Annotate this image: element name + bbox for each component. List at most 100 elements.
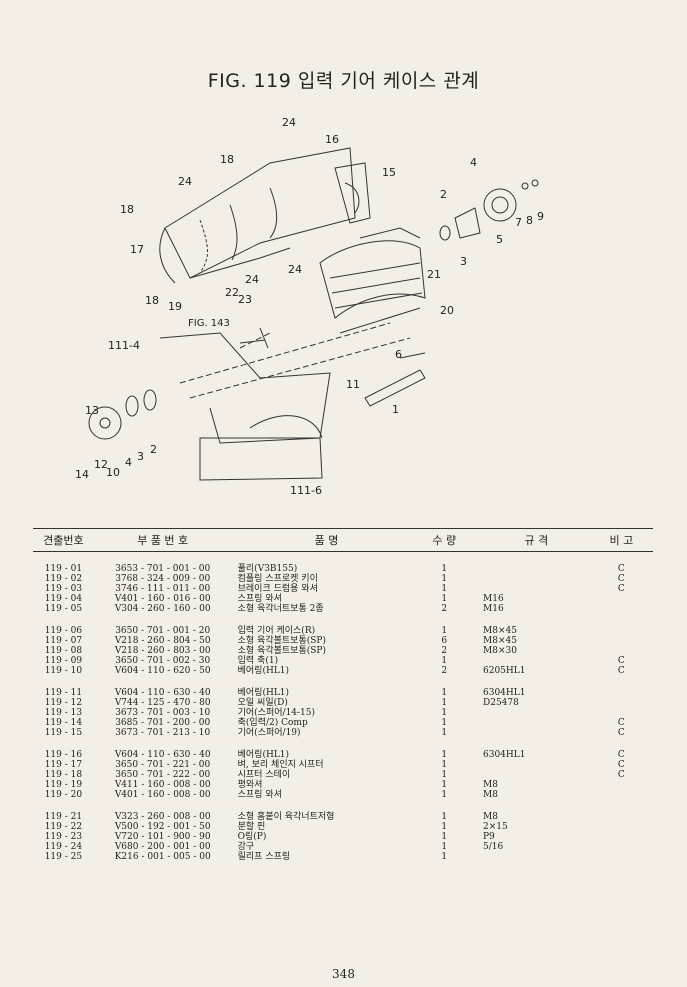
cell-spec: D25478 xyxy=(483,698,519,708)
cell-part-name: 릴리프 스프링 xyxy=(237,852,291,862)
cell-spec xyxy=(473,770,590,780)
cell-remark: C xyxy=(617,760,625,770)
cell-part-name: 풀리(V3B155) xyxy=(237,564,298,574)
callout-label: 24 xyxy=(282,116,296,129)
cell-spec xyxy=(473,656,590,666)
cell-index: 119 - 23 xyxy=(44,832,83,842)
cell-spec: M16 xyxy=(483,594,504,604)
column-header-part-name: 품 명 xyxy=(231,528,416,552)
cell-part-number: V401 - 160 - 008 - 00 xyxy=(114,790,211,800)
cell-part-number: V500 - 192 - 001 - 50 xyxy=(114,822,211,832)
cell-index: 119 - 06 xyxy=(44,626,83,636)
exploded-view-drawing: 24 16 18 15 4 24 18 2 7 8 9 17 5 3 24 21… xyxy=(75,116,544,497)
cell-quantity: 1 xyxy=(441,812,448,822)
cell-quantity: 1 xyxy=(441,584,448,594)
cell-spec: M8×30 xyxy=(483,646,517,656)
callout-label: 3 xyxy=(460,255,467,268)
cell-part-name: O링(P) xyxy=(237,832,267,842)
cell-spec: M8 xyxy=(483,790,498,800)
callout-label: 18 xyxy=(145,294,159,307)
cell-remark xyxy=(590,832,653,842)
cell-part-name: 평와셔 xyxy=(237,780,263,790)
group-spacer xyxy=(33,552,653,565)
cell-spec: 5/16 xyxy=(483,842,504,852)
column-header-spec: 규 격 xyxy=(473,528,590,552)
cell-remark xyxy=(590,780,653,790)
cell-index: 119 - 14 xyxy=(44,718,83,728)
group-spacer xyxy=(33,676,653,688)
cell-part-number: V323 - 260 - 008 - 00 xyxy=(114,812,211,822)
cell-remark xyxy=(590,626,653,636)
callout-label: 9 xyxy=(537,210,544,223)
cell-remark: C xyxy=(617,564,625,574)
group-spacer-cell xyxy=(33,552,653,565)
callout-label: 18 xyxy=(220,153,234,166)
cell-remark xyxy=(590,852,653,862)
cell-quantity: 1 xyxy=(441,852,448,862)
cell-part-number: 3653 - 701 - 001 - 00 xyxy=(115,564,211,574)
callout-label: 8 xyxy=(526,214,533,227)
cell-quantity: 1 xyxy=(441,708,448,718)
group-spacer-cell xyxy=(33,614,653,626)
cell-remark xyxy=(590,790,653,800)
cell-index: 119 - 11 xyxy=(44,688,83,698)
cell-quantity: 2 xyxy=(441,604,448,614)
cell-quantity: 1 xyxy=(441,842,448,852)
cell-part-number: V304 - 260 - 160 - 00 xyxy=(114,604,211,614)
group-spacer-cell xyxy=(33,738,653,750)
cell-spec: M8×45 xyxy=(483,626,517,636)
callout-label: 24 xyxy=(245,273,259,286)
cell-spec xyxy=(473,852,590,862)
cell-spec: M16 xyxy=(483,604,504,614)
callout-label: 111-6 xyxy=(290,484,322,497)
cell-quantity: 1 xyxy=(441,728,448,738)
exploded-view-figure: 24 16 18 15 4 24 18 2 7 8 9 17 5 3 24 21… xyxy=(60,108,620,508)
column-header-remarks: 비 고 xyxy=(589,528,653,552)
cell-spec: M8 xyxy=(483,812,498,822)
cell-index: 119 - 25 xyxy=(44,852,83,862)
table-header-row: 견출번호 부 품 번 호 품 명 수 량 규 격 비 고 xyxy=(33,528,653,552)
cell-part-number: V604 - 110 - 630 - 40 xyxy=(114,750,211,760)
cell-part-name: 소형 홈붙이 육각너트저형 xyxy=(237,812,335,822)
callout-label: 2 xyxy=(150,443,157,456)
cell-remark xyxy=(590,708,653,718)
cell-remark: C xyxy=(617,718,625,728)
cell-part-name: 컴플링 스프로켓 키이 xyxy=(237,574,318,584)
cell-remark: C xyxy=(617,574,625,584)
cell-spec xyxy=(473,760,590,770)
cell-spec: M8×45 xyxy=(483,636,517,646)
callout-label: 19 xyxy=(168,300,182,313)
callout-label: 24 xyxy=(288,263,302,276)
cell-remark: C xyxy=(617,584,625,594)
cell-spec xyxy=(473,584,590,594)
cell-part-number: 3746 - 111 - 011 - 00 xyxy=(115,584,211,594)
column-header-quantity: 수 량 xyxy=(415,528,473,552)
cell-remark xyxy=(590,842,653,852)
table-row: 119 - 14 3685 - 701 - 200 - 00 축(입력/2) Com… xyxy=(33,718,653,728)
cell-part-name: 입력 기어 케이스(R) xyxy=(237,626,316,636)
cell-quantity: 1 xyxy=(441,760,448,770)
cell-part-number: 3685 - 701 - 200 - 00 xyxy=(115,718,211,728)
cell-part-number: V411 - 160 - 008 - 00 xyxy=(114,780,211,790)
cell-part-name: 축(입력/2) Comp xyxy=(237,718,308,728)
cell-quantity: 1 xyxy=(441,750,448,760)
callout-label: 12 xyxy=(94,458,108,471)
cell-remark xyxy=(590,604,653,614)
cell-remark xyxy=(590,812,653,822)
cell-part-name: 소형 육각볼트보통(SP) xyxy=(237,636,326,646)
cell-remark: C xyxy=(617,750,625,760)
callout-label: 4 xyxy=(125,456,132,469)
cell-part-number: 3650 - 701 - 221 - 00 xyxy=(115,760,211,770)
